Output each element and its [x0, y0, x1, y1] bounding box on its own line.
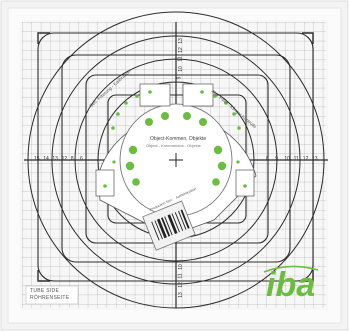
green-dot: [132, 178, 140, 186]
scale-label: 11: [177, 56, 184, 62]
scale-label: 12: [177, 47, 184, 53]
green-dot: [232, 112, 236, 116]
barcode-bar: [161, 217, 171, 237]
scale-label: 13: [177, 38, 184, 44]
crosshair-icon: [169, 153, 183, 167]
green-dot: [200, 90, 204, 94]
green-dot: [224, 101, 228, 105]
barcode-bar: [167, 214, 178, 234]
green-dot: [135, 94, 139, 98]
barcode-bar: [154, 220, 163, 240]
scale-label: 15: [34, 156, 40, 162]
green-dot: [237, 126, 241, 130]
green-dot: [212, 178, 220, 186]
scale-label: 13: [312, 156, 318, 162]
barcode-bar: [174, 212, 184, 232]
green-dot: [236, 160, 240, 164]
green-dot: [243, 184, 247, 188]
scale-label: 8: [266, 156, 269, 162]
scale-label: 12: [302, 156, 309, 162]
scale-label: 12: [177, 282, 184, 289]
scale-label: 9: [275, 156, 278, 162]
green-dot: [116, 112, 120, 116]
scale-label: 11: [177, 273, 184, 279]
barcode-bar: [151, 221, 160, 241]
scale-label: 10: [177, 65, 184, 72]
tube-side-label: TUBE SIDE: [30, 288, 60, 294]
disc-title-b: Object - Kommandos - Objekte: [146, 143, 201, 148]
disc-title-a: Object-Kommen, Objekte: [150, 136, 207, 142]
tube-side-label-alt: RÖHRENSEITE: [30, 295, 70, 301]
scale-label: 10: [177, 264, 184, 270]
green-dot: [148, 90, 152, 94]
green-dot: [161, 112, 169, 120]
scale-label: 10: [284, 156, 290, 162]
scale-label: 8: [70, 156, 74, 162]
green-dot: [103, 184, 107, 188]
barcode-bar: [178, 210, 187, 230]
logo-swoosh-icon: [263, 265, 319, 273]
green-dot: [124, 101, 128, 105]
green-dot: [213, 145, 223, 155]
scale-label: 13: [52, 156, 58, 162]
green-dot: [112, 160, 116, 164]
scale-label: 13: [177, 291, 184, 298]
green-dot: [199, 118, 207, 126]
green-dot: [183, 112, 191, 120]
scale-label: 12: [61, 156, 68, 162]
green-dot: [125, 161, 135, 171]
barcode-bar: [156, 218, 167, 239]
label-plate: [25, 285, 79, 305]
disc-overlay: [95, 83, 257, 237]
green-dot: [128, 145, 138, 155]
barcode-bar: [180, 209, 190, 229]
scale-label: 6: [80, 156, 83, 162]
scale-label: 14: [43, 156, 49, 162]
green-dot: [217, 161, 227, 171]
barcode-bar: [171, 213, 180, 233]
green-dot: [111, 126, 115, 130]
corner-marks: [37, 32, 314, 282]
green-dot: [145, 118, 153, 126]
green-dot: [213, 94, 217, 98]
barcode-sticker: [142, 200, 196, 251]
barcode-icon: [151, 209, 190, 241]
scale-label: 11: [293, 156, 299, 162]
scale-label: 9: [176, 76, 183, 80]
iba-logo: iba: [266, 266, 316, 304]
green-dot-group: [103, 90, 247, 188]
barcode-bar: [164, 216, 173, 236]
